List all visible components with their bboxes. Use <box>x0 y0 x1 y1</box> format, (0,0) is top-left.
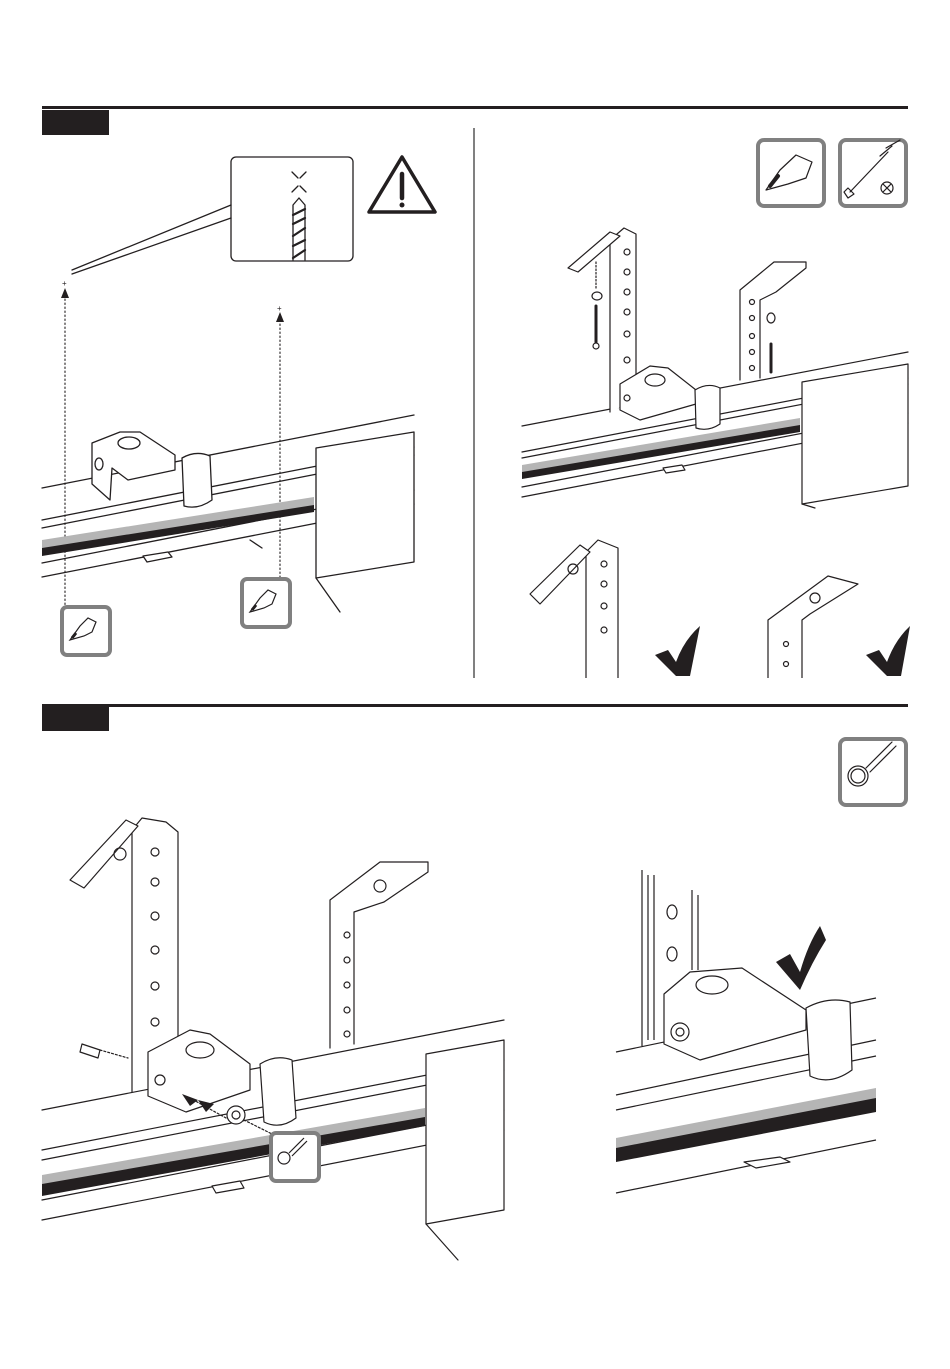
step-b-badge <box>42 706 109 731</box>
ring-wrench-icon <box>838 737 908 807</box>
check-mark-icon <box>655 626 700 676</box>
warning-triangle-icon <box>367 155 437 214</box>
power-drill-icon <box>60 605 112 657</box>
step-b-rule <box>42 704 908 707</box>
svg-text:+: + <box>62 279 67 288</box>
drill-bit-detail-icon <box>71 156 354 275</box>
panel-divider <box>473 128 475 678</box>
svg-text:+: + <box>277 304 282 313</box>
step-a-rule <box>42 106 908 109</box>
check-mark-icon <box>866 626 910 676</box>
step-a-badge <box>42 110 109 135</box>
power-drill-icon <box>240 577 292 629</box>
power-drill-icon <box>756 138 826 208</box>
check-mark-icon <box>776 926 826 990</box>
